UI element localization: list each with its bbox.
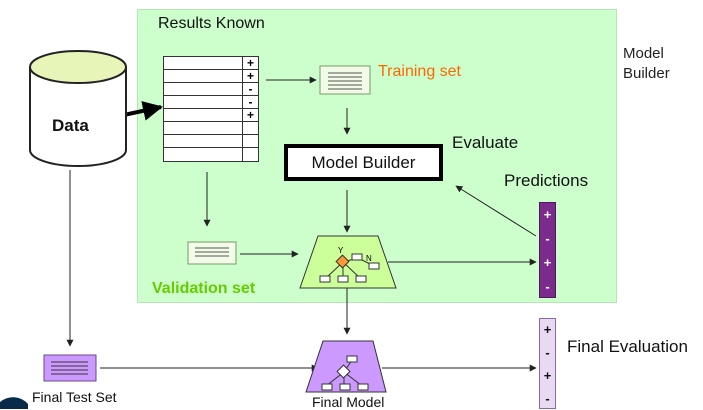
model-builder-side-label: Model Builder — [623, 45, 670, 83]
sign-mark: + — [543, 255, 552, 270]
corner-circle-icon — [0, 397, 28, 409]
model-builder-box: Model Builder — [284, 144, 443, 181]
table-row — [164, 135, 258, 148]
sign-mark: + — [543, 207, 552, 222]
table-row: - — [164, 83, 258, 96]
table-row: + — [164, 70, 258, 83]
evaluate-label: Evaluate — [452, 133, 519, 152]
table-sign: + — [246, 69, 254, 83]
data-cylinder-icon — [29, 50, 127, 167]
table-row: + — [164, 109, 258, 122]
final-model-label: Final Model — [312, 394, 385, 410]
sign-mark: + — [543, 322, 552, 338]
sign-mark: + — [543, 367, 552, 383]
final-test-set-document-icon — [43, 354, 97, 382]
training-set-label: Training set — [378, 63, 461, 80]
sign-mark: - — [545, 279, 550, 294]
final-evaluation-label: Final Evaluation — [567, 337, 688, 356]
svg-text:Y: Y — [338, 246, 344, 255]
final-test-set-label: Final Test Set — [32, 389, 117, 405]
sign-mark: - — [545, 345, 550, 361]
table-row — [164, 122, 258, 135]
svg-text:N: N — [366, 254, 372, 263]
final-evaluation-bar: + - + - — [539, 318, 556, 409]
model-builder-box-label: Model Builder — [311, 152, 416, 172]
decision-tree-icon: Y N — [299, 235, 397, 289]
training-set-document-icon — [319, 65, 371, 95]
table-sign: + — [246, 56, 254, 70]
table-row — [164, 148, 258, 161]
arrow-data-to-table — [123, 101, 163, 121]
table-sign: - — [248, 82, 253, 96]
validation-set-label: Validation set — [152, 280, 256, 297]
data-label: Data — [52, 116, 89, 135]
table-row: - — [164, 96, 258, 109]
arrow-predictions-to-model — [455, 185, 537, 237]
final-model-tree-icon — [305, 340, 387, 393]
results-known-label: Results Known — [158, 15, 265, 32]
sign-mark: - — [545, 390, 550, 406]
predictions-bar: + - + - — [539, 202, 556, 298]
table-sign: - — [248, 95, 253, 109]
results-known-table: ++--+ — [163, 56, 259, 162]
predictions-label: Predictions — [504, 171, 589, 190]
sign-mark: - — [545, 231, 550, 246]
table-row: + — [164, 57, 258, 70]
table-sign: + — [246, 108, 254, 122]
validation-set-document-icon — [187, 241, 237, 265]
